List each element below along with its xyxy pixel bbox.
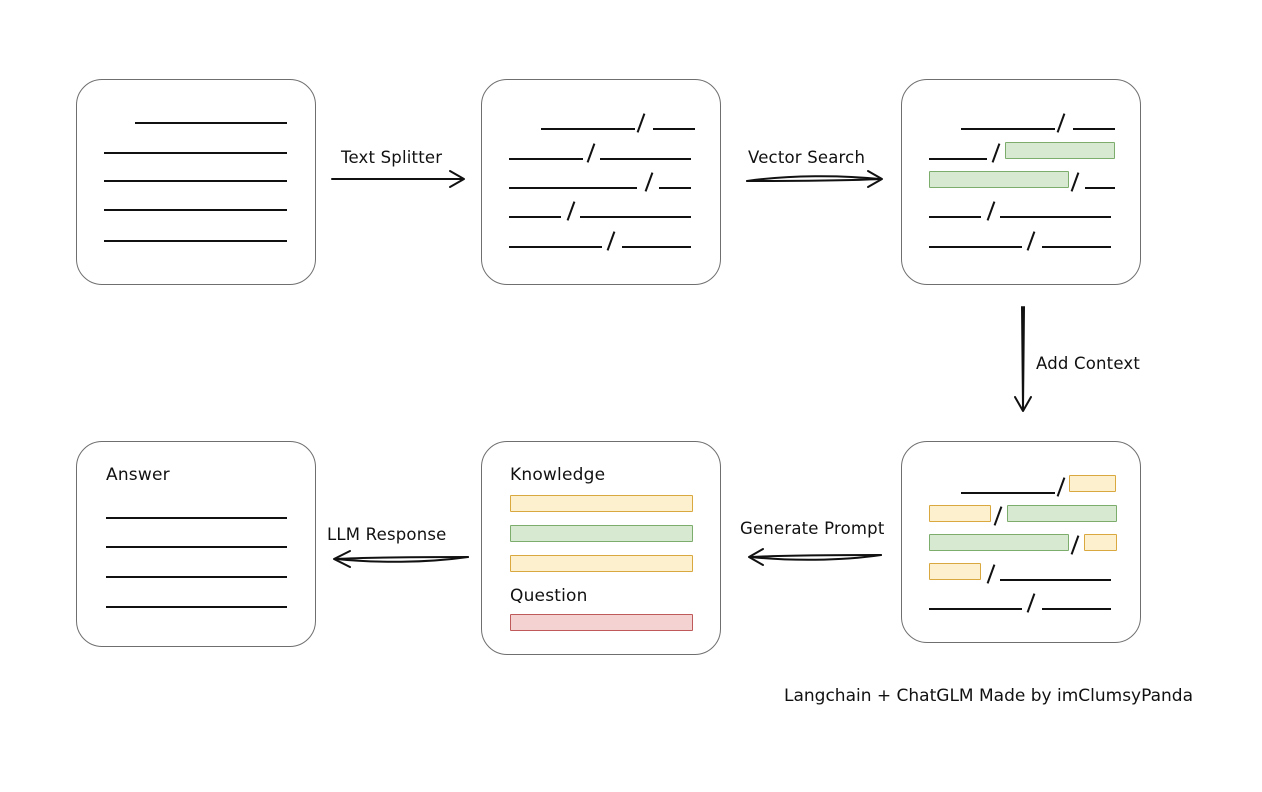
context-doc-line-5b [1042, 608, 1111, 610]
node-split-document[interactable] [481, 79, 721, 285]
context-doc-chip-yellow-3[interactable] [1084, 534, 1117, 551]
matched-doc-chip-green-2[interactable] [929, 171, 1069, 188]
edge-label-llm-response: LLM Response [327, 525, 447, 544]
context-doc-line-4b [1000, 579, 1111, 581]
arrow-text-splitter [331, 170, 465, 188]
answer-line-3 [106, 576, 287, 578]
source-doc-line-2 [104, 152, 287, 154]
context-doc-chip-yellow-1[interactable] [1069, 475, 1116, 492]
edge-label-vector-search: Vector Search [748, 148, 866, 167]
question-label: Question [510, 586, 588, 606]
source-doc-line-5 [104, 240, 287, 242]
prompt-knowledge-chip-1[interactable] [510, 495, 693, 512]
split-doc-line-2b [600, 158, 691, 160]
context-doc-line-5a [929, 608, 1022, 610]
matched-doc-chip-green-1[interactable] [1005, 142, 1115, 159]
split-doc-line-3a [509, 187, 637, 189]
split-doc-line-2a [509, 158, 583, 160]
edge-label-add-context: Add Context [1036, 354, 1141, 373]
context-doc-chip-green-2[interactable] [929, 534, 1069, 551]
arrow-generate-prompt [748, 548, 882, 566]
split-doc-line-1b [653, 128, 695, 130]
split-doc-line-4b [580, 216, 691, 218]
node-source-document[interactable] [76, 79, 316, 285]
matched-doc-line-3b [1085, 187, 1115, 189]
matched-doc-line-5a [929, 246, 1022, 248]
node-answer-card[interactable] [76, 441, 316, 647]
split-doc-line-4a [509, 216, 561, 218]
split-doc-line-1a [541, 128, 635, 130]
prompt-knowledge-chip-2[interactable] [510, 525, 693, 542]
matched-doc-line-4a [929, 216, 981, 218]
source-doc-line-4 [104, 209, 287, 211]
edge-label-generate-prompt: Generate Prompt [740, 519, 885, 538]
footer-credit: Langchain + ChatGLM Made by imClumsyPand… [784, 686, 1193, 706]
split-doc-line-3b [659, 187, 691, 189]
prompt-question-chip[interactable] [510, 614, 693, 631]
answer-label: Answer [106, 465, 170, 485]
context-doc-chip-green-1[interactable] [1007, 505, 1117, 522]
matched-doc-line-2a [929, 158, 987, 160]
prompt-knowledge-chip-3[interactable] [510, 555, 693, 572]
arrow-add-context [1014, 306, 1032, 412]
answer-line-2 [106, 546, 287, 548]
edge-label-text-splitter: Text Splitter [341, 148, 443, 167]
matched-doc-line-1a [961, 128, 1055, 130]
answer-line-1 [106, 517, 287, 519]
source-doc-line-1 [135, 122, 287, 124]
arrow-vector-search [746, 170, 883, 188]
context-doc-chip-yellow-4[interactable] [929, 563, 981, 580]
split-doc-line-5b [622, 246, 691, 248]
matched-doc-line-4b [1000, 216, 1111, 218]
context-doc-line-1a [961, 492, 1055, 494]
split-doc-line-5a [509, 246, 602, 248]
context-doc-chip-yellow-2[interactable] [929, 505, 991, 522]
knowledge-label: Knowledge [510, 465, 606, 485]
answer-line-4 [106, 606, 287, 608]
matched-doc-line-5b [1042, 246, 1111, 248]
matched-doc-line-1b [1073, 128, 1115, 130]
source-doc-line-3 [104, 180, 287, 182]
arrow-llm-response [333, 550, 469, 568]
